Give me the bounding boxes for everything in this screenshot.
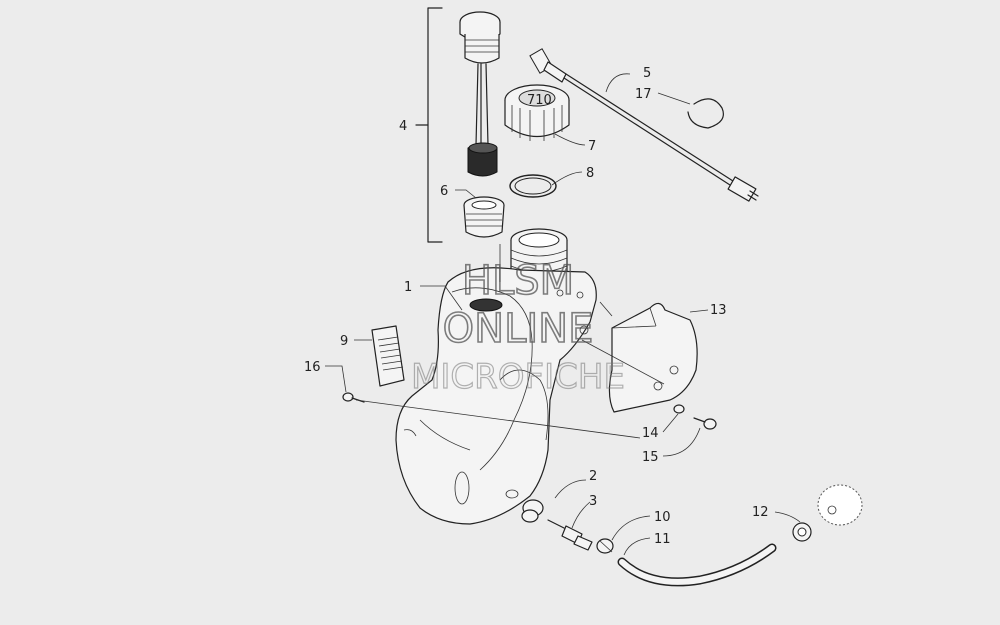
callout-17: 17	[635, 87, 652, 102]
callout-14: 14	[642, 426, 659, 441]
fuel-tank-1	[395, 267, 597, 525]
callout-4: 4	[399, 119, 407, 134]
callout-11: 11	[654, 532, 671, 547]
clip-17	[687, 98, 724, 129]
fuel-gauge-sender	[459, 11, 501, 177]
cap-marking: 710	[527, 93, 552, 108]
grommet-6	[463, 196, 505, 238]
clamp-10	[596, 538, 614, 554]
filter-disc	[817, 484, 863, 526]
grommet-2	[521, 499, 544, 523]
watermark-line-2: ONLINE	[443, 306, 594, 352]
callout-8: 8	[586, 166, 594, 181]
callout-3: 3	[589, 494, 597, 509]
screw-16	[342, 392, 365, 403]
callout-6: 6	[440, 184, 448, 199]
callout-1: 1	[404, 280, 412, 295]
screw-15	[693, 417, 717, 430]
callout-15: 15	[642, 450, 659, 465]
callout-16: 16	[304, 360, 321, 375]
leader-lines	[325, 73, 801, 556]
watermark-line-3: MICROFICHE	[411, 357, 625, 397]
heat-shield-13	[608, 302, 698, 413]
callout-7: 7	[588, 139, 596, 154]
callout-labels: 1 2 3 4 5 6 7 8 9 10 11 12 13 14 15 16 1…	[304, 66, 769, 547]
callout-10: 10	[654, 510, 671, 525]
watermark: HLSM ONLINE MICROFICHE	[410, 257, 625, 397]
fitting-3	[547, 519, 593, 551]
watermark-line-1: HLSM	[462, 258, 574, 304]
callout-9: 9	[340, 334, 348, 349]
washer-14	[673, 404, 685, 414]
wire-harness-5	[529, 48, 759, 202]
callout-5: 5	[643, 66, 651, 81]
callout-12: 12	[752, 505, 769, 520]
bracket-group-4	[415, 7, 443, 243]
grommet-12	[792, 522, 812, 542]
callout-13: 13	[710, 303, 727, 318]
callout-2: 2	[589, 469, 597, 484]
decal-9	[371, 325, 405, 387]
filler-neck	[510, 228, 568, 280]
vent-hose-11	[617, 543, 777, 587]
o-ring-8	[509, 174, 557, 198]
gas-cap-7: 710	[504, 84, 570, 141]
